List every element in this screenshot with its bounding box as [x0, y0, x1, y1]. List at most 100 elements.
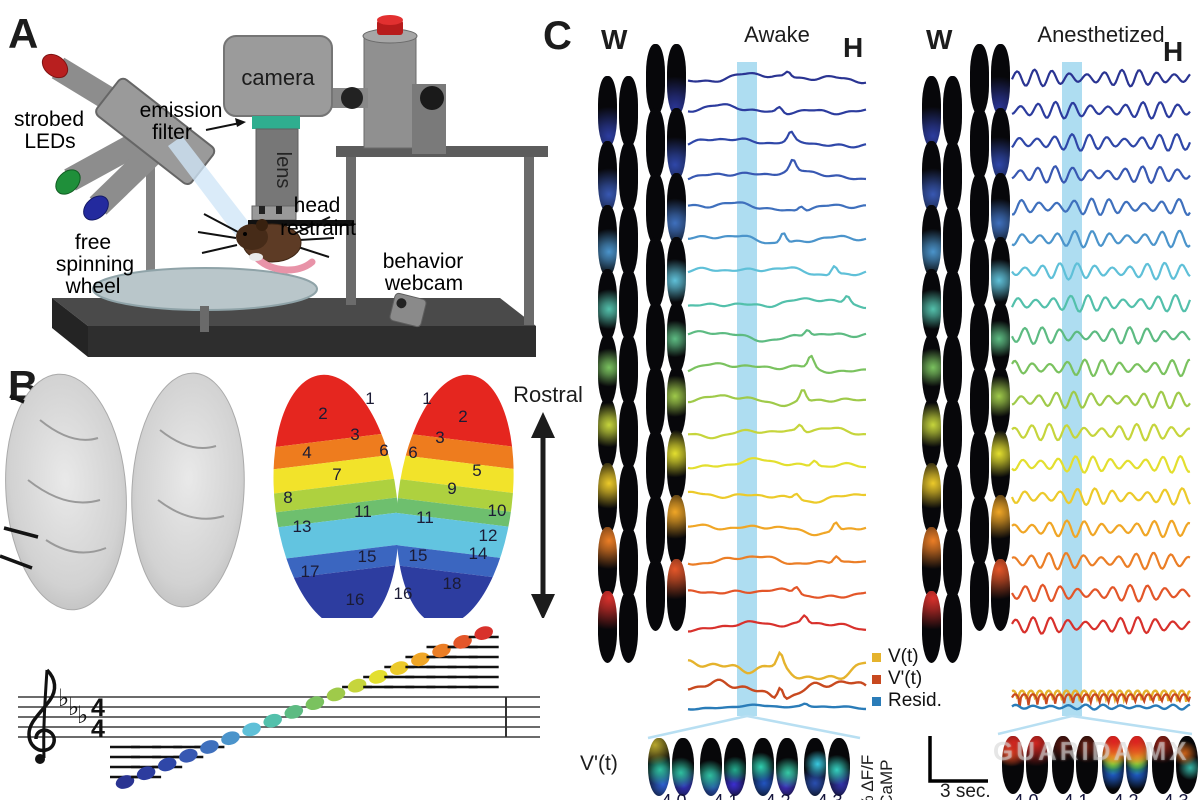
brain-map-thumbnail [598, 76, 638, 149]
hemisphere [646, 430, 665, 503]
hemisphere [667, 108, 686, 181]
note-head [263, 713, 282, 728]
region-trace [687, 423, 867, 440]
region-trace [1011, 390, 1191, 410]
bracket-slot [259, 206, 265, 214]
bracket-slot [276, 206, 282, 214]
hemisphere [991, 301, 1010, 374]
hemisphere [922, 462, 941, 535]
hemisphere [667, 430, 686, 503]
region-trace [687, 490, 867, 504]
region-trace [1010, 487, 1191, 506]
time-tick: 4.2 [752, 791, 804, 800]
brain-map-thumbnail [598, 333, 638, 406]
stimulus-band [1062, 62, 1082, 716]
hemisphere [991, 44, 1010, 116]
brain-map-thumbnail [922, 333, 962, 406]
stand-knob-top [377, 15, 403, 25]
lens-barrel [255, 128, 299, 212]
awake-title: Awake [744, 22, 810, 47]
brain-map-thumbnail [646, 430, 686, 503]
region-trace [687, 130, 867, 149]
brain-map-thumbnail [970, 172, 1010, 245]
note-head [136, 766, 156, 781]
region-trace [1011, 165, 1191, 185]
hemisphere [619, 398, 638, 471]
strobed-leds-label-1: strobed [14, 108, 84, 131]
free-wheel-label-1: free [75, 231, 111, 254]
region-trace [687, 457, 867, 470]
anesthetized-h-label: H [1163, 36, 1184, 67]
brain-map-thumbnail [970, 559, 1010, 632]
hemisphere [1102, 736, 1124, 794]
resid-trace [687, 702, 867, 711]
vprime-map [752, 738, 798, 796]
time-tick: 4.3 [804, 791, 856, 800]
hemisphere [991, 237, 1010, 310]
note-head [326, 687, 346, 702]
region-number: 1 [422, 389, 431, 408]
region-band [268, 496, 406, 529]
region-trace [1011, 455, 1191, 474]
brain-map-thumbnail [922, 527, 962, 599]
svg-text:4: 4 [91, 694, 105, 722]
region-band [390, 497, 521, 529]
emission-arrow [205, 122, 241, 131]
scale-bar [928, 736, 988, 783]
vt-label: V(t) [888, 646, 919, 667]
hemisphere [646, 237, 665, 310]
region-trace [1011, 616, 1191, 635]
hemisphere [922, 591, 941, 664]
vpt-swatch [872, 674, 881, 684]
hemisphere [970, 108, 989, 181]
brain-map-thumbnail [922, 462, 962, 535]
led-post [146, 166, 155, 302]
hemisphere [646, 494, 665, 567]
arm-joint [341, 87, 363, 109]
hemisphere [646, 172, 665, 245]
region-trace [1011, 358, 1191, 378]
region-number: 9 [447, 479, 456, 498]
led-green [55, 169, 81, 195]
region-number: 3 [435, 428, 444, 447]
mouse-ear [256, 219, 268, 231]
region-band [260, 432, 399, 471]
region-trace [687, 585, 867, 599]
region-number: 1 [365, 389, 374, 408]
brain-map-thumbnail [922, 269, 962, 342]
stand-cylinder [363, 35, 417, 149]
note-head [115, 775, 135, 789]
time-tick: 4.1 [700, 791, 752, 800]
region-trace [1011, 261, 1191, 281]
hemisphere [970, 172, 989, 245]
mouse-eye [243, 232, 247, 236]
funnel-line [746, 714, 861, 740]
region-trace [687, 265, 867, 277]
hemisphere [970, 301, 989, 374]
region-trace [687, 521, 867, 537]
region-band [274, 543, 413, 580]
hemisphere [922, 76, 941, 149]
region-trace [1011, 293, 1192, 313]
hemisphere [991, 108, 1010, 181]
rostral-label: Rostral [513, 382, 583, 407]
head-restraint-label-2: restraint [280, 217, 356, 240]
brain-map-thumbnail [970, 366, 1010, 438]
frame-post-right [524, 157, 534, 325]
whiskers [197, 213, 335, 258]
region-number: 13 [293, 517, 312, 536]
region-trace [687, 555, 867, 566]
hemisphere [646, 559, 665, 632]
hemisphere [828, 738, 850, 796]
vprime-map [1102, 736, 1148, 794]
led-tube-3 [89, 139, 167, 215]
brain-map-thumbnail [646, 108, 686, 181]
led-tube-2 [64, 129, 149, 191]
hemisphere [667, 301, 686, 374]
panel-c-label: C [543, 14, 572, 58]
hemisphere [667, 237, 686, 310]
region-number: 3 [350, 425, 359, 444]
brain-map-thumbnail [598, 140, 638, 213]
